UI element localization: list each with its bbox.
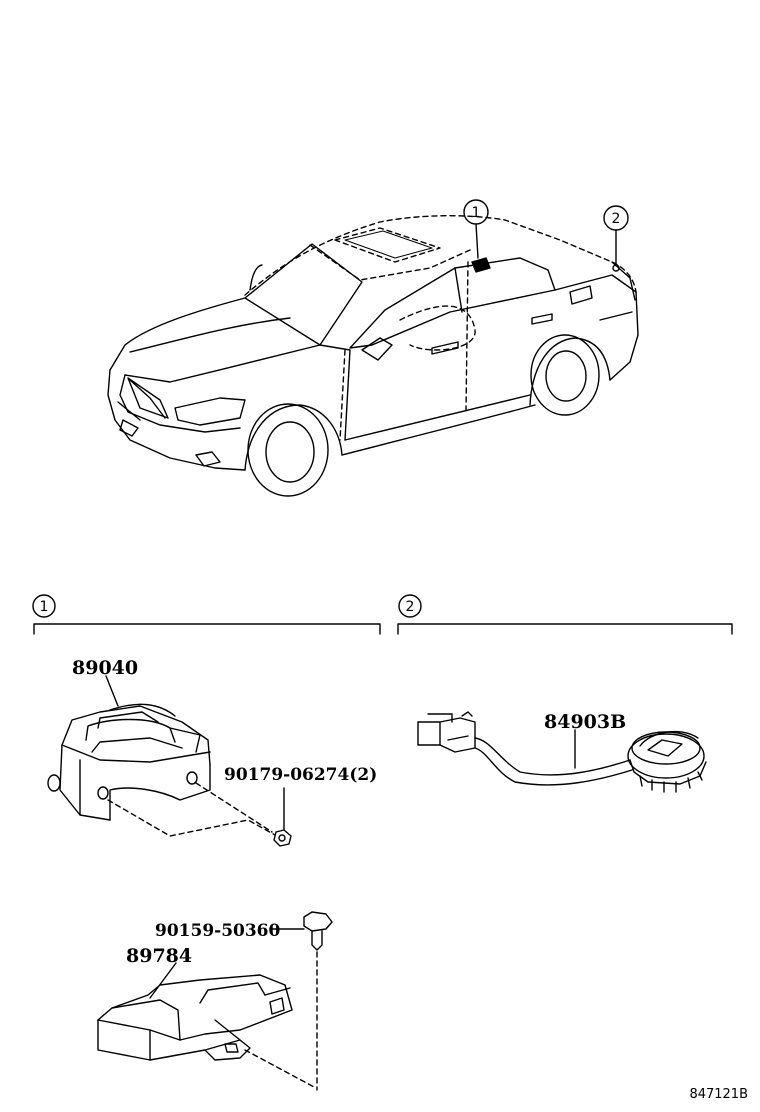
car-illustration [107,215,639,497]
part-number-84903b[interactable]: 84903B [544,711,626,733]
part-number-89040[interactable]: 89040 [72,657,138,679]
wire-harness-icon [417,711,707,793]
part-number-90179-06274[interactable]: 90179-06274(2) [224,765,377,785]
callout-2-label: 2 [612,211,621,227]
sensor-module-icon [47,703,276,837]
section-2-number: 2 [406,599,415,615]
section-1-number: 1 [40,599,49,615]
callout-1-car [463,199,489,259]
bolt-icon [269,911,333,1091]
callout-1-label: 1 [472,205,481,221]
callout-2-car [603,205,629,266]
catalog-code: 847121B [689,1087,748,1102]
part-number-89784[interactable]: 89784 [126,945,192,967]
section-2-header [397,594,733,635]
section-1-header [32,594,381,635]
bracket-module-icon [97,974,317,1089]
part-number-90159-50360[interactable]: 90159-50360 [155,921,281,941]
nut-icon [273,787,292,847]
